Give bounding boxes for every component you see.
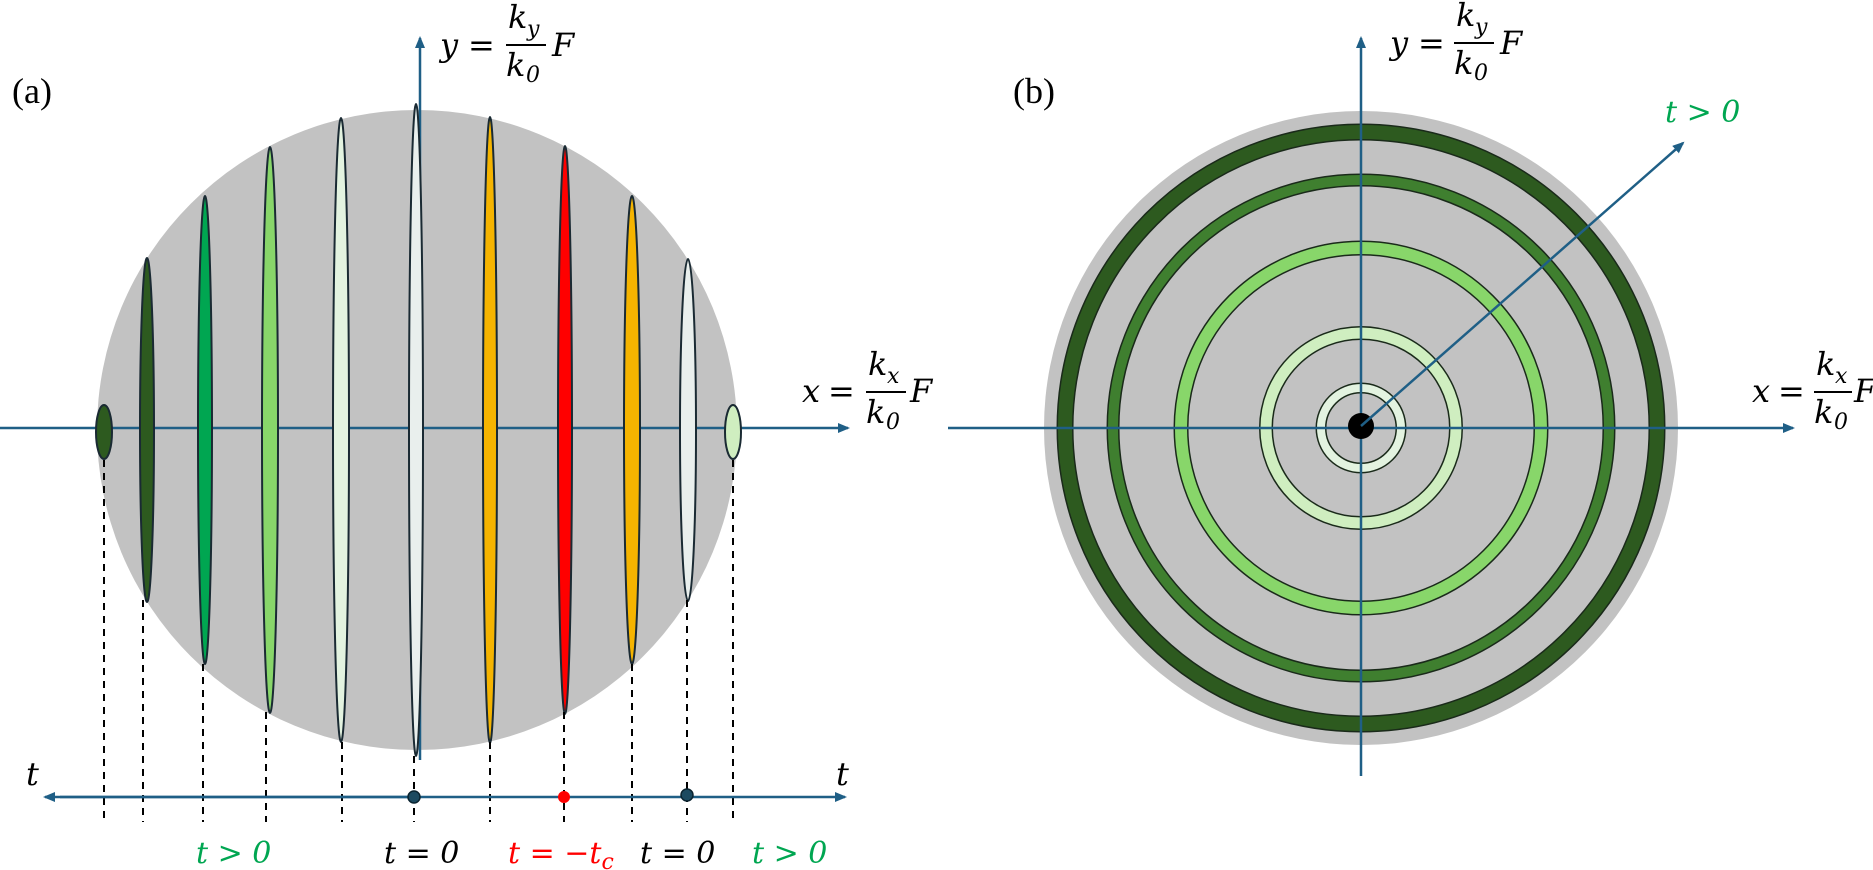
panel-a-y-equals: = (468, 26, 495, 64)
panel-b-y-equals: = (1418, 24, 1445, 62)
panel-a-x-var: x (802, 372, 820, 410)
panel-a-time-marker-t0-right (680, 788, 694, 802)
panel-a-x-den-sub: 0 (886, 410, 900, 435)
panel-a-label: (a) (12, 71, 52, 111)
panel-b-x-den: k (1814, 393, 1833, 431)
panel-a-ellipse-7 (482, 116, 498, 744)
panel-a-x-axis-label: x = k x k 0 F (802, 345, 934, 435)
panel-b-x-den-sub: 0 (1834, 410, 1848, 435)
panel-a-ellipse-8 (557, 145, 573, 715)
panel-a-ellipse-6 (408, 103, 424, 757)
panel-a-y-axis-label: y = k y k 0 F (438, 0, 576, 88)
panel-b-x-axis-label: x = k x k 0 F (1752, 345, 1873, 435)
panel-a-ellipse-3 (197, 195, 213, 665)
panel-a-time-marker-t0-left (407, 790, 421, 804)
panel-b: (b) t > 0 y = k y k 0 F x = k x k (948, 0, 1873, 776)
panel-a: (a) t t y = k y k 0 F (0, 0, 934, 870)
panel-b-y-tail: F (1499, 24, 1524, 62)
panel-a-y-den: k (506, 46, 525, 84)
panel-b-y-den-sub: 0 (1474, 61, 1488, 86)
panel-a-ellipse-9 (623, 195, 641, 665)
panel-b-y-den: k (1454, 44, 1473, 82)
panel-b-y-num: k (1456, 0, 1475, 34)
panel-b-radial-arrow (1360, 141, 1685, 427)
panel-b-x-tail: F (1853, 372, 1873, 410)
panel-a-ellipse-10 (679, 258, 697, 602)
panel-b-x-equals: = (1778, 372, 1805, 410)
panel-b-x-var: x (1752, 372, 1770, 410)
panel-a-ellipse-5 (332, 117, 350, 743)
panel-b-arrow-label: t > 0 (1665, 95, 1740, 130)
panel-a-time-label-tc-main: t = −t (508, 836, 602, 870)
panel-a-x-num-sub: x (887, 364, 900, 389)
panel-a-x-den: k (866, 393, 885, 431)
panel-a-projection-lines (103, 460, 734, 822)
panel-b-y-axis-label: y = k y k 0 F (1388, 0, 1524, 86)
panel-a-time-marker-tc (558, 791, 570, 803)
panel-a-time-label-tpos-left: t > 0 (196, 836, 271, 870)
panel-a-time-label-tpos-right: t > 0 (752, 836, 827, 870)
panel-a-ellipse-2 (139, 257, 155, 603)
panel-a-y-tail: F (551, 26, 576, 64)
panel-a-t-right-label: t (836, 755, 849, 793)
panel-a-y-num-sub: y (526, 17, 540, 42)
panel-b-y-var: y (1388, 24, 1409, 62)
panel-b-x-num-sub: x (1835, 364, 1848, 389)
panel-b-label: (b) (1013, 71, 1055, 111)
panel-a-ellipse-4 (261, 146, 279, 714)
panel-a-x-num: k (868, 345, 887, 383)
panel-b-y-num-sub: y (1474, 15, 1488, 40)
panel-a-x-tail: F (909, 372, 934, 410)
panel-a-time-label-t0-left: t = 0 (384, 836, 459, 870)
panel-a-time-label-t0-right: t = 0 (640, 836, 715, 870)
panel-a-y-den-sub: 0 (526, 63, 540, 88)
panel-a-y-num: k (508, 0, 527, 36)
panel-a-t-left-label: t (26, 755, 39, 793)
panel-a-time-label-tc: t = −tc (508, 836, 614, 870)
panel-a-ellipse-11 (724, 404, 742, 460)
panel-a-time-label-tc-sub: c (601, 850, 613, 870)
panel-a-y-var: y (438, 26, 459, 64)
panel-a-ellipse-1 (95, 404, 113, 460)
panel-b-x-num: k (1816, 345, 1835, 383)
panel-a-x-equals: = (828, 372, 855, 410)
panel-a-ellipse-group (95, 103, 742, 757)
